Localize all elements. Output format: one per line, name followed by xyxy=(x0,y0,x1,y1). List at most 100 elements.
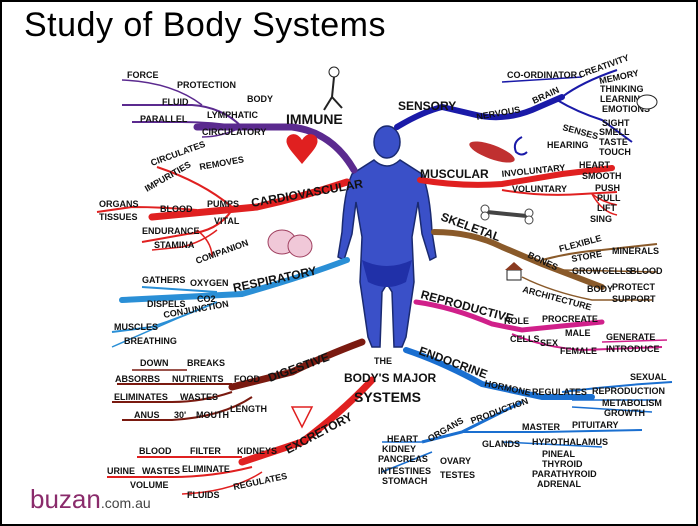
cardio-sub-removes: REMOVES xyxy=(199,154,245,172)
branch-immune: IMMUNE FORCE PROTECTION BODY FLUID LYMPH… xyxy=(121,70,358,174)
cardio-sub-endurance: ENDURANCE xyxy=(142,226,200,236)
digest-sub-absorbs: ABSORBS xyxy=(115,374,160,384)
sensory-sub-senses: SENSES xyxy=(561,122,599,141)
sensory-sub-sight: SIGHT xyxy=(602,118,630,128)
sensory-sub-taste: TASTE xyxy=(599,137,628,147)
repro-sub-procreate: PROCREATE xyxy=(542,314,598,324)
endo-sub-stomach: STOMACH xyxy=(382,476,427,486)
resp-sub-dispels: DISPELS xyxy=(147,299,186,309)
central-label-line2: BODY'S MAJOR xyxy=(344,371,437,385)
running-figure-icon xyxy=(323,66,343,111)
sensory-sub-touch: TOUCH xyxy=(599,147,631,157)
lungs-icon xyxy=(267,229,313,258)
repro-sub-introduce: INTRODUCE xyxy=(606,344,660,354)
brand-name: buzan xyxy=(30,484,101,514)
branch-label-respiratory: RESPIRATORY xyxy=(232,264,318,295)
endo-sub-regulates: REGULATES xyxy=(532,387,587,397)
human-body-figure xyxy=(337,125,437,348)
endo-sub-intestines: INTESTINES xyxy=(378,466,431,476)
sensory-sub-learning: LEARNING xyxy=(600,94,647,104)
bone-icon xyxy=(480,204,534,225)
endo-sub-growth: GROWTH xyxy=(604,408,645,418)
endo-sub-kidney: KIDNEY xyxy=(382,444,416,454)
excret-sub-blood: BLOOD xyxy=(139,446,172,456)
immune-sub-body: BODY xyxy=(247,94,273,104)
digest-sub-eliminates: ELIMINATES xyxy=(114,392,168,402)
endo-sub-master: MASTER xyxy=(522,422,561,432)
digest-sub-30ft: 30' xyxy=(174,410,186,420)
immune-sub-protection: PROTECTION xyxy=(177,80,236,90)
excret-sub-urine: URINE xyxy=(107,466,135,476)
branch-label-skeletal: SKELETAL xyxy=(439,210,502,245)
resp-sub-muscles: MUSCLES xyxy=(114,322,158,332)
resp-sub-gathers: GATHERS xyxy=(142,275,185,285)
skeletal-sub-cells: CELLS xyxy=(602,266,632,276)
skeletal-sub-store: STORE xyxy=(571,249,603,264)
brand-footer: buzan.com.au xyxy=(30,484,151,515)
endo-sub-parathyroid: PARATHYROID xyxy=(532,469,597,479)
digest-sub-length: LENGTH xyxy=(230,404,267,414)
skeletal-sub-minerals: MINERALS xyxy=(612,246,659,256)
immune-sub-circulatory: CIRCULATORY xyxy=(202,127,266,137)
endo-sub-pancreas: PANCREAS xyxy=(378,454,428,464)
cardio-sub-companion: COMPANION xyxy=(194,238,249,266)
branch-respiratory: RESPIRATORY GATHERS OXYGEN DISPELS CO2 M… xyxy=(111,257,350,348)
heart-icon xyxy=(286,134,318,164)
immune-sub-parallel: PARALLEL xyxy=(140,114,188,124)
branch-label-sensory: SENSORY xyxy=(398,99,456,113)
endo-sub-adrenal: ADRENAL xyxy=(537,479,582,489)
repro-sub-sex: SEX xyxy=(540,338,558,348)
sensory-sub-hearing: HEARING xyxy=(547,140,589,150)
sensory-sub-smell: SMELL xyxy=(599,127,630,137)
digest-sub-mouth: MOUTH xyxy=(196,410,229,420)
excret-sub-wastes: WASTES xyxy=(142,466,180,476)
cardio-sub-pumps: PUMPS xyxy=(207,199,239,209)
branch-endocrine: ENDOCRINE HORMONE REGULATES SEXUAL REPRO… xyxy=(378,344,673,489)
page-title: Study of Body Systems xyxy=(24,6,386,44)
muscular-sub-heart: HEART xyxy=(579,160,611,170)
branch-sensory: SENSORY CO-ORDINATOR NERVOUS BRAIN CREAT… xyxy=(394,52,650,157)
endo-sub-pineal: PINEAL xyxy=(542,449,576,459)
cardio-sub-organs: ORGANS xyxy=(99,199,139,209)
excret-sub-eliminate: ELIMINATE xyxy=(182,464,230,474)
repro-sub-role: ROLE xyxy=(504,316,529,326)
immune-sub-fluid: FLUID xyxy=(162,97,189,107)
ear-icon xyxy=(513,136,528,156)
endo-sub-hypothalamus: HYPOTHALAMUS xyxy=(532,437,608,447)
sensory-sub-emotions: EMOTIONS xyxy=(602,104,650,114)
muscular-sub-lift: LIFT xyxy=(597,203,616,213)
digest-sub-breaks: BREAKS xyxy=(187,358,225,368)
excret-sub-fluids: FLUIDS xyxy=(187,490,220,500)
muscular-sub-sing: SING xyxy=(590,214,612,224)
skeletal-sub-protect: PROTECT xyxy=(612,282,656,292)
sensory-sub-thinking: THINKING xyxy=(600,84,644,94)
central-label-line3: SYSTEMS xyxy=(354,389,421,405)
sensory-sub-coordinator: CO-ORDINATOR xyxy=(507,70,578,80)
branch-cardiovascular: CARDIOVASCULAR CIRCULATES IMPURITIES REM… xyxy=(96,139,364,266)
branch-muscular: MUSCULAR INVOLUNTARY HEART SMOOTH VOLUNT… xyxy=(417,160,622,224)
digest-sub-down: DOWN xyxy=(140,358,169,368)
branch-label-digestive: DIGESTIVE xyxy=(266,350,331,385)
digest-sub-wastes: WASTES xyxy=(180,392,218,402)
branch-label-excretory: EXCRETORY xyxy=(283,410,355,457)
endo-sub-sexual: SEXUAL xyxy=(630,372,667,382)
endo-sub-glands: GLANDS xyxy=(482,439,520,449)
skeletal-sub-grow: GROW xyxy=(572,266,602,276)
muscular-sub-push: PUSH xyxy=(595,183,620,193)
endo-sub-organs: ORGANS xyxy=(426,415,465,443)
cardio-sub-stamina: STAMINA xyxy=(154,240,195,250)
endo-sub-heart: HEART xyxy=(387,434,419,444)
cardio-sub-tissues: TISSUES xyxy=(99,212,138,222)
brand-domain: .com.au xyxy=(100,495,151,511)
branch-label-immune: IMMUNE xyxy=(286,111,343,127)
excret-sub-volume: VOLUME xyxy=(130,480,169,490)
digest-sub-anus: ANUS xyxy=(134,410,160,420)
brain-icon xyxy=(636,94,658,110)
branch-skeletal: SKELETAL BONES FLEXIBLE STORE MINERALS G… xyxy=(431,210,663,312)
endo-sub-metabolism: METABOLISM xyxy=(602,398,662,408)
skeletal-sub-body: BODY xyxy=(587,284,613,294)
excret-sub-filter: FILTER xyxy=(190,446,221,456)
muscular-sub-voluntary: VOLUNTARY xyxy=(512,184,567,194)
central-label-line1: THE xyxy=(374,356,392,366)
